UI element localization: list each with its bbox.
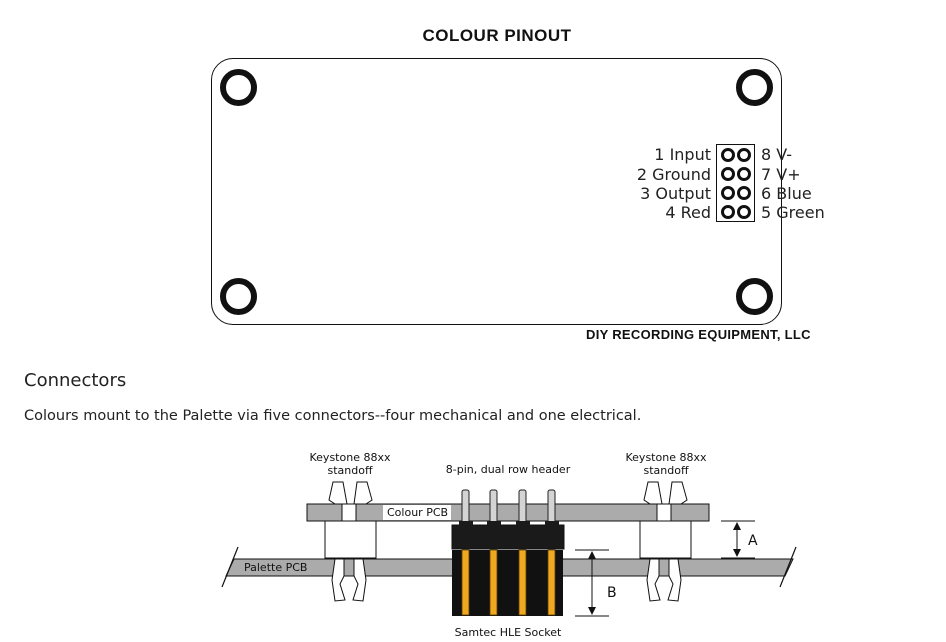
mounting-hole-bottom-right xyxy=(736,278,773,315)
pin-header-ridge xyxy=(459,521,473,526)
pin-dot xyxy=(721,205,735,219)
pin-dot xyxy=(737,186,751,200)
pin-dot xyxy=(721,186,735,200)
pin-label-2: 2 Ground xyxy=(636,165,711,184)
standoff-right xyxy=(639,481,692,602)
mounting-hole-top-left xyxy=(220,69,257,106)
standoff-right-label-line2: standoff xyxy=(643,464,688,477)
colour-pcb-label-bg xyxy=(383,505,451,520)
standoff-left-label-line2: standoff xyxy=(327,464,372,477)
header-pins xyxy=(461,489,556,616)
standoff-left xyxy=(324,481,377,602)
samtec-socket-label: Samtec HLE Socket xyxy=(455,626,562,639)
pin-header-ridge xyxy=(545,521,559,526)
section-heading-connectors: Connectors xyxy=(24,370,127,391)
palette-pcb-label: Palette PCB xyxy=(244,561,307,574)
mounting-hole-bottom-left xyxy=(220,278,257,315)
dimension-a-label: A xyxy=(748,533,758,549)
pin-label-5: 5 Green xyxy=(761,203,825,222)
standoff-right-label-line1: Keystone 88xx xyxy=(626,451,707,464)
company-name: DIY RECORDING EQUIPMENT, LLC xyxy=(586,327,811,342)
dimension-b-label: B xyxy=(607,585,617,601)
pin-header-label: 8-pin, dual row header xyxy=(446,463,571,476)
pin-dot xyxy=(721,148,735,162)
pinout-title: COLOUR PINOUT xyxy=(422,26,572,45)
pin-header-body xyxy=(451,524,565,550)
connectors-description: Colours mount to the Palette via five co… xyxy=(24,408,642,424)
palette-pcb-break-right xyxy=(779,546,797,588)
mounting-hole-top-right xyxy=(736,69,773,106)
pcb-outline xyxy=(211,58,782,325)
pin-label-6: 6 Blue xyxy=(761,184,812,203)
pin-label-7: 7 V+ xyxy=(761,165,801,184)
pin-label-3: 3 Output xyxy=(640,184,711,203)
pin-header-ridge xyxy=(516,521,530,526)
pin-header-box xyxy=(716,144,755,222)
samtec-socket-body xyxy=(452,550,563,616)
pin-dot xyxy=(737,205,751,219)
standoff-left-label-line1: Keystone 88xx xyxy=(310,451,391,464)
pin-dot xyxy=(737,148,751,162)
pin-label-8: 8 V- xyxy=(761,145,793,164)
pin-label-4: 4 Red xyxy=(665,203,711,222)
pin-header-ridge xyxy=(487,521,501,526)
pin-dot xyxy=(737,167,751,181)
palette-pcb-break-left xyxy=(221,546,239,588)
dimension-a xyxy=(721,520,755,559)
pin-dot xyxy=(721,167,735,181)
pin-label-1: 1 Input xyxy=(654,145,711,164)
colour-pcb-label: Colour PCB xyxy=(387,506,448,519)
dimension-b xyxy=(575,549,609,617)
colour-pcb-board xyxy=(306,503,710,522)
